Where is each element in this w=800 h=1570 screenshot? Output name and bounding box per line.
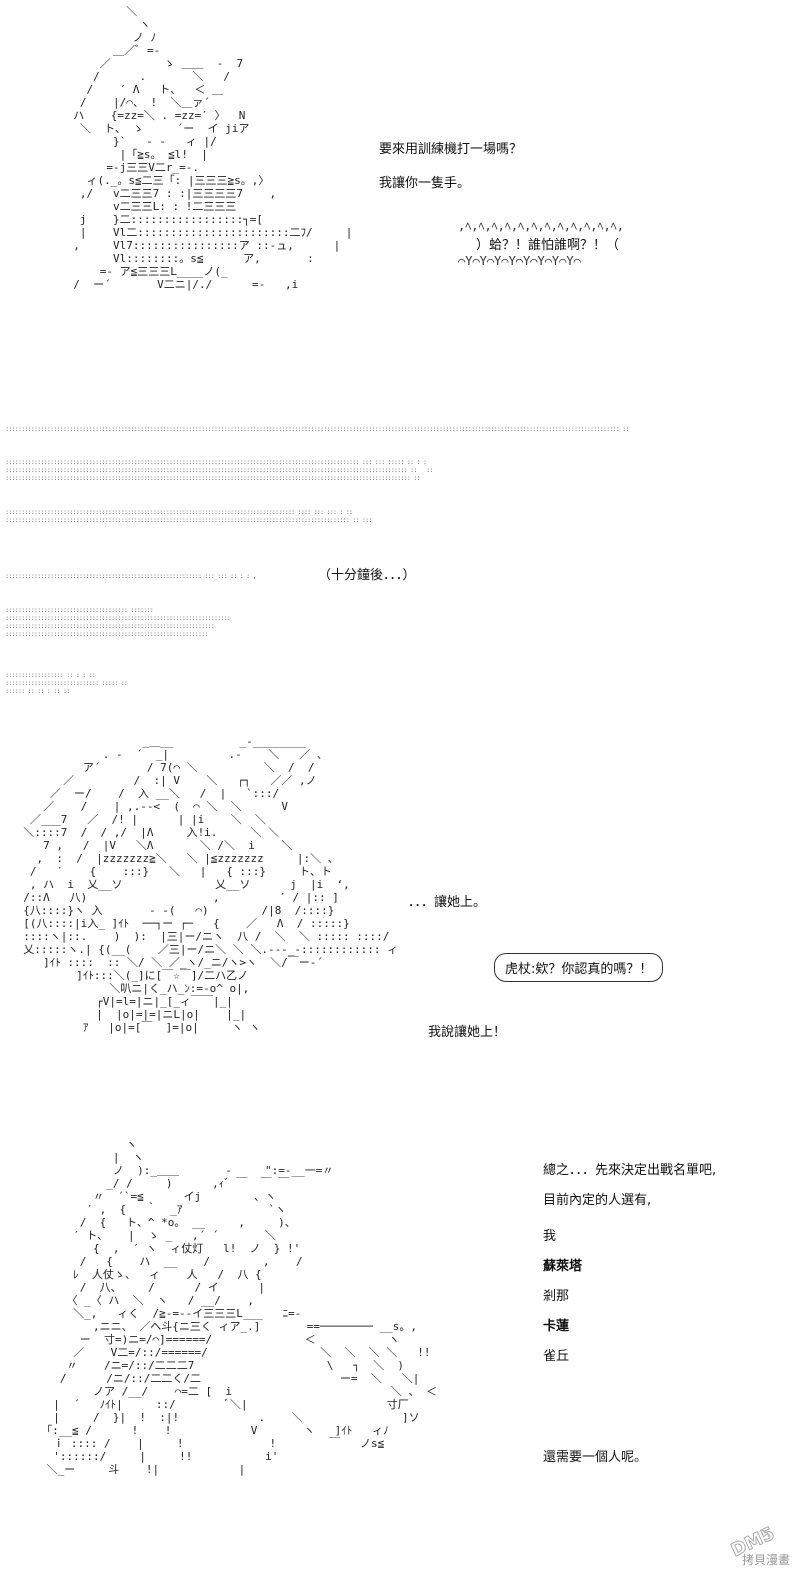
dotted-filler-2: ::::::::::::::::::::::::::::::::::::::::… (5, 458, 434, 482)
intro-line-2: 目前內定的人選有, (543, 1193, 652, 1208)
shout-text: ）蛤？！誰怕誰啊？！（ (476, 238, 620, 253)
dialogue-line-2: 我讓你一隻手。 (379, 176, 471, 191)
ascii-art-figure-2: _＿__ _-________ . - ´ _| .- ＼ ／ 、 ア´ / 7… (23, 735, 399, 1034)
ascii-art-figure-3: ヽ | ヽ ノ ):_＿＿ - ":=-__一=〃 _/ / ) ,ｨﾞ ￣ ￣… (46, 1138, 438, 1476)
shout-bubble-bottom-spikes: ⌒Y⌒Y⌒Y⌒Y⌒Y⌒Y⌒Y⌒Y⌒ (458, 254, 581, 268)
intro-line-1: 總之．．．先來決定出戰名單吧, (543, 1163, 717, 1178)
dotted-filler-4: ::::::::::::::::::::::::::::::::::::::::… (5, 572, 257, 580)
dialogue-let-her-again: 我說讓她上！ (428, 1025, 507, 1040)
dotted-filler-6: :::::::::::::::::: :: : : :: :::::::::::… (5, 671, 128, 695)
dialogue-line-1: 要來用訓練機打一場嗎？ (379, 142, 523, 157)
roster-item-queqiu: 雀丘 (543, 1349, 570, 1364)
time-skip-caption: （十分鐘後．．．） (318, 568, 416, 583)
roster-item-me: 我 (543, 1229, 557, 1244)
dotted-filler-1: ::::::::::::::::::::::::::::::::::::::::… (5, 425, 630, 433)
shout-bubble: ,ﾍ,ﾍ,ﾍ,ﾍ,ﾍ,ﾍ,ﾍ,ﾍ,ﾍ,ﾍ,ﾍ,ﾍ, ）蛤？！誰怕誰啊？！（ ⌒Y… (458, 220, 637, 267)
dm5-logo-icon: DM5 (727, 1523, 778, 1562)
logo-swoosh-icon (761, 1529, 771, 1539)
dotted-filler-5: :::::::::::::::::::::::::::::::::::::: :… (5, 606, 231, 638)
huzhang-speech-bubble: 虎杖:欸？你認真的嗎？！ (494, 953, 664, 982)
dotted-filler-3: ::::::::::::::::::::::::::::::::::::::::… (5, 508, 372, 524)
dialogue-let-her: ．．．讓她上。 (408, 895, 487, 910)
roster-item-setsuna: 剎那 (543, 1289, 570, 1304)
roster-item-karen: 卡蓮 (543, 1319, 570, 1334)
outro-line: 還需要一個人呢。 (543, 1450, 648, 1465)
roster-item-suletta: 蘇萊塔 (543, 1259, 583, 1274)
roster-list: 我 蘇萊塔 剎那 卡蓮 雀丘 (543, 1222, 582, 1372)
shout-bubble-top-spikes: ,ﾍ,ﾍ,ﾍ,ﾍ,ﾍ,ﾍ,ﾍ,ﾍ,ﾍ,ﾍ,ﾍ,ﾍ, (458, 219, 624, 233)
watermark-text: 拷貝漫畫 (741, 1553, 790, 1567)
ascii-art-figure-1: ＼ ヽ ノ ﾉ ＿／ﾞ =- ／ ゝ ＿＿ - 7 / . ＼ / / ′ Λ … (73, 5, 353, 291)
